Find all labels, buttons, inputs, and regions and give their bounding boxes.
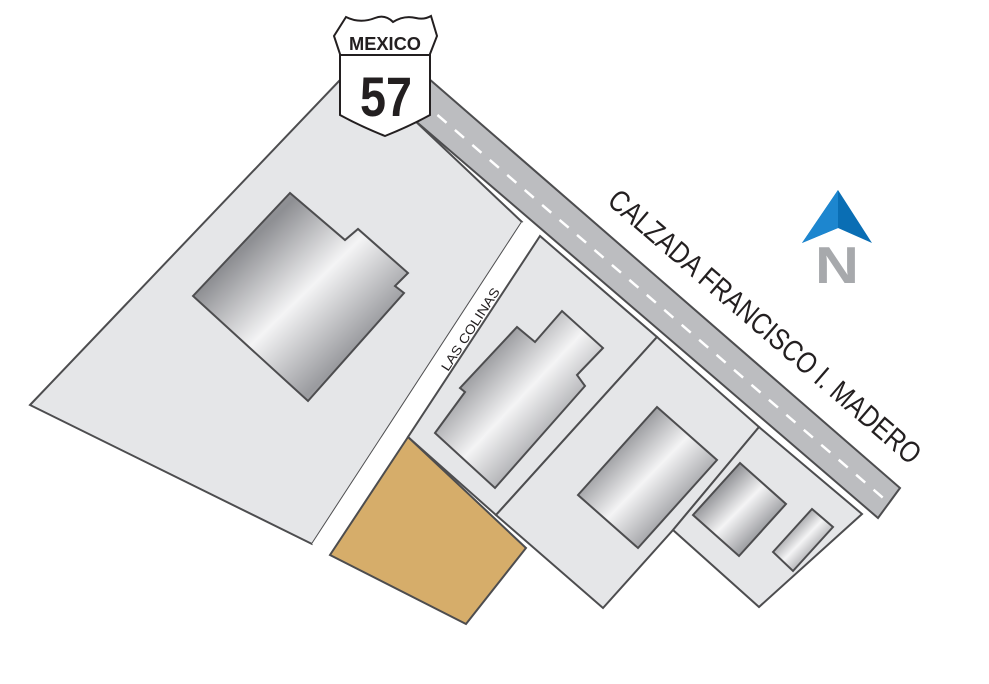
building-1 <box>191 191 410 403</box>
lot-highlighted[interactable] <box>328 435 528 626</box>
north-compass: N <box>802 190 872 295</box>
shield-icon <box>332 14 439 138</box>
building-5 <box>771 507 835 573</box>
shield-number: 57 <box>360 65 412 128</box>
building-2 <box>433 309 605 490</box>
highway-shield: MEXICO 57 <box>332 14 439 138</box>
shield-label: MEXICO <box>349 34 421 54</box>
building-4 <box>691 461 788 558</box>
compass-letter: N <box>815 237 859 295</box>
road-centerline <box>419 99 890 504</box>
building-3 <box>576 405 719 550</box>
road-las-colinas <box>312 222 540 555</box>
